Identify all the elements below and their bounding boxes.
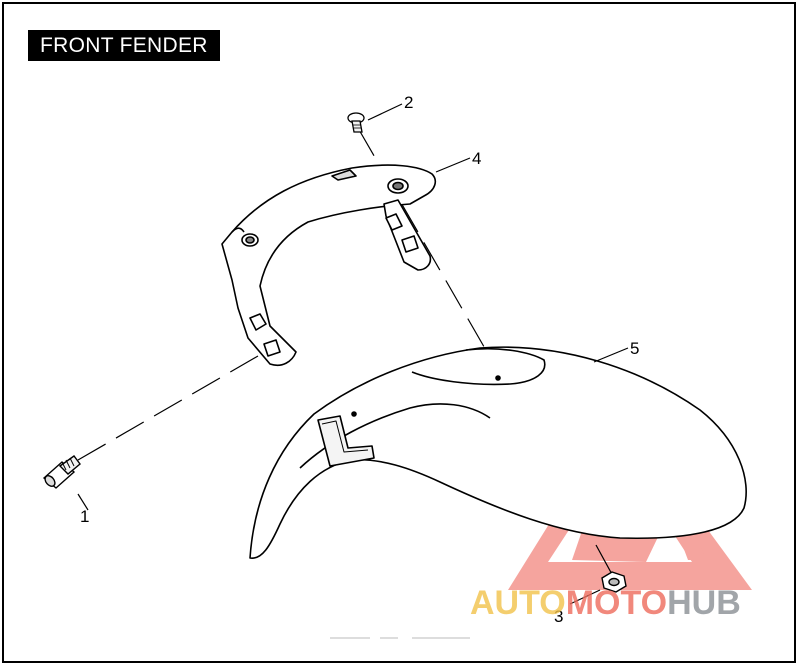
watermark-hub: HUB (667, 584, 741, 622)
callout-4: 4 (472, 149, 481, 168)
callout-3: 3 (554, 607, 563, 626)
leader-lines (77, 103, 629, 605)
small-screw (347, 112, 365, 133)
callout-1: 1 (80, 507, 89, 526)
screw (42, 455, 81, 489)
watermark-text: AUTOMOTOHUB (470, 584, 741, 622)
callout-5: 5 (630, 339, 639, 358)
watermark-moto: MOTO (566, 584, 667, 622)
diagram-title: FRONT FENDER (28, 30, 220, 61)
fender-bracket (221, 164, 437, 367)
front-fender (249, 346, 747, 559)
watermark-auto: AUTO (470, 584, 566, 622)
callout-2: 2 (404, 93, 413, 112)
nut (601, 571, 627, 593)
